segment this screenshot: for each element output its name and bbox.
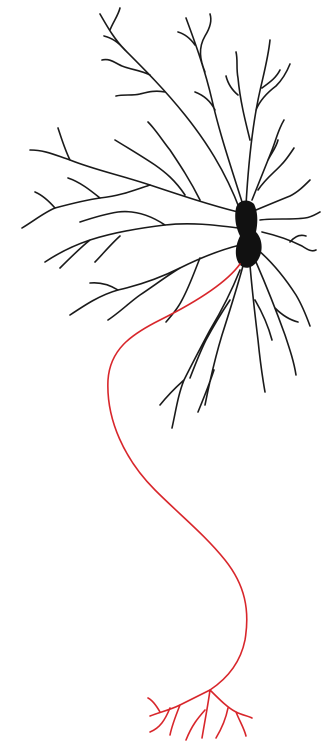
dendrite-branch bbox=[35, 192, 55, 208]
dendrite-branch bbox=[148, 122, 200, 200]
axon-terminal bbox=[170, 705, 180, 735]
dendrite-branch bbox=[205, 262, 244, 405]
dendrite-branch bbox=[22, 185, 150, 228]
dendrite-branch bbox=[166, 258, 200, 322]
axon-shaft bbox=[108, 264, 247, 690]
dendrite-branch bbox=[250, 265, 265, 392]
dendrite-branch bbox=[108, 268, 180, 320]
dendrite-branch bbox=[256, 180, 310, 210]
soma-shape bbox=[235, 201, 261, 268]
dendrite-branch bbox=[100, 14, 240, 210]
dendrite-branch bbox=[110, 8, 120, 30]
dendrite-branch bbox=[226, 76, 238, 95]
cell-body-soma bbox=[235, 201, 261, 268]
dendrite-branch bbox=[258, 148, 294, 190]
dendrite-branch bbox=[90, 283, 118, 290]
dendrite-branch bbox=[116, 91, 165, 96]
dendrite-branch bbox=[200, 14, 210, 72]
axon-terminal bbox=[150, 690, 210, 716]
dendrite-tree bbox=[22, 8, 320, 428]
dendrite-branch bbox=[58, 128, 70, 160]
axon-terminal bbox=[210, 690, 252, 718]
dendrite-branch bbox=[60, 240, 90, 268]
dendrite-branch bbox=[268, 140, 278, 160]
axon-terminal bbox=[216, 708, 228, 738]
axon-terminal bbox=[148, 698, 160, 712]
dendrite-branch bbox=[68, 178, 100, 198]
dendrite-branch bbox=[186, 18, 243, 205]
dendrite-branch bbox=[236, 52, 250, 140]
dendrite-branch bbox=[262, 232, 316, 251]
axon-terminal bbox=[202, 690, 210, 738]
dendrite-branch bbox=[95, 236, 120, 262]
dendrite-branch bbox=[115, 140, 185, 195]
axon bbox=[108, 264, 252, 740]
dendrite-branch bbox=[30, 150, 238, 212]
dendrite-branch bbox=[260, 212, 320, 220]
dendrite-branch bbox=[80, 212, 165, 225]
dendrite-branch bbox=[190, 300, 230, 378]
dendrite-branch bbox=[70, 245, 240, 315]
dendrite-branch bbox=[45, 224, 238, 262]
dendrite-branch bbox=[198, 370, 214, 412]
